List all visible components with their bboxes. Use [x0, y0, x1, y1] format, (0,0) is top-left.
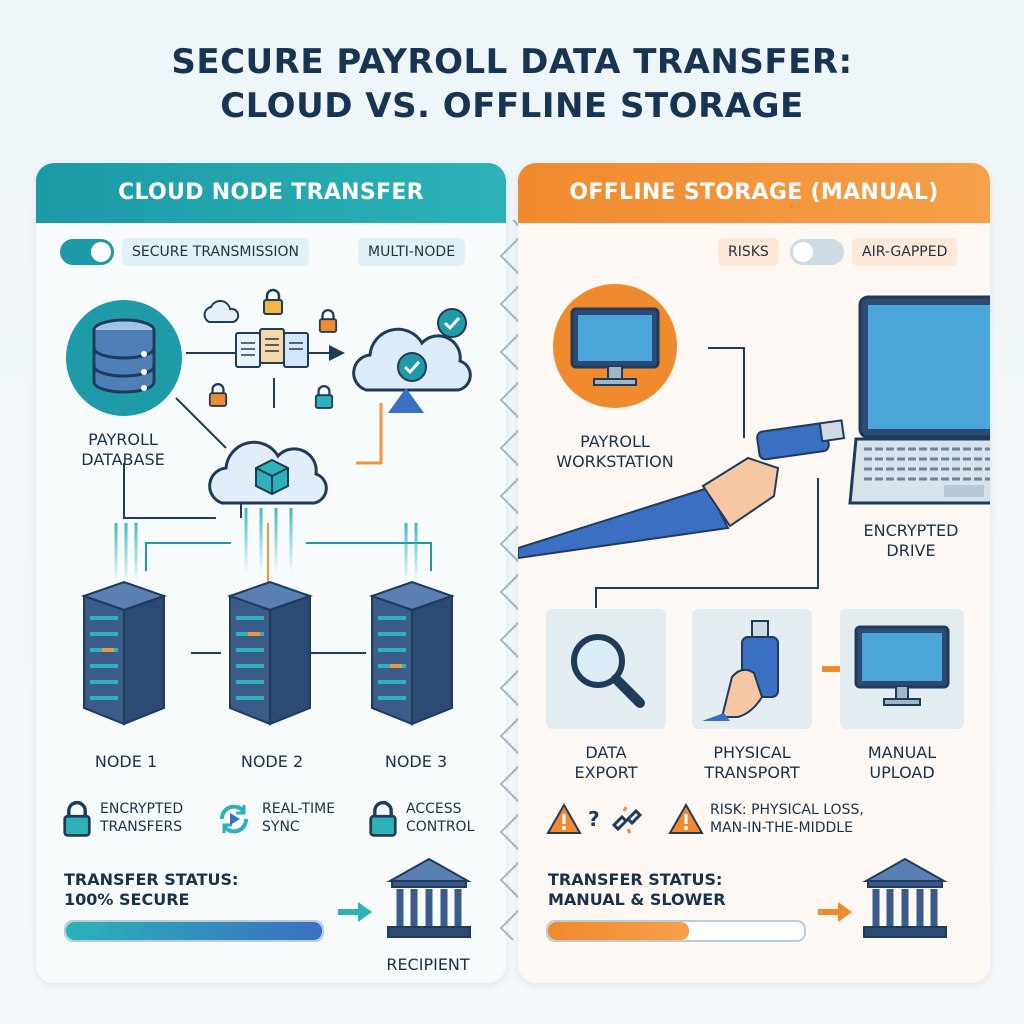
- risk-line-2: MAN-IN-THE-MIDDLE: [710, 820, 853, 836]
- connector-lines: [595, 347, 819, 608]
- step-1-line-1: DATA: [585, 743, 627, 762]
- feature-encrypted-transfers: ENCRYPTED TRANSFERS: [100, 800, 183, 836]
- server-icon: [80, 580, 168, 726]
- title-line-1: SECURE PAYROLL DATA TRANSFER:: [171, 42, 853, 82]
- upload-arrows: [114, 388, 424, 583]
- workstation-icon: [553, 284, 677, 408]
- offline-status-line-1: TRANSFER STATUS:: [548, 870, 723, 889]
- monitor-icon: [854, 625, 950, 706]
- node-2-label: NODE 2: [240, 752, 304, 771]
- cloud-check-icon: [352, 308, 472, 392]
- hand-holding-usb-icon: [518, 419, 846, 560]
- feature-1-line-2: TRANSFERS: [100, 819, 183, 835]
- page-title: SECURE PAYROLL DATA TRANSFER: CLOUD VS. …: [0, 40, 1024, 128]
- feature-3-line-1: ACCESS: [406, 801, 462, 817]
- feature-2-line-1: REAL-TIME: [262, 801, 336, 817]
- warning-icon: [668, 802, 704, 834]
- step-3-line-1: MANUAL: [867, 743, 937, 762]
- server-icon: [226, 580, 314, 726]
- padlock-icon: [63, 801, 91, 837]
- physical-transport-label: PHYSICAL TRANSPORT: [682, 743, 822, 783]
- cloud-panel: CLOUD NODE TRANSFER SECURE TRANSMISSION …: [36, 163, 506, 983]
- offline-panel: OFFLINE STORAGE (MANUAL) RISKS AIR-GAPPE…: [518, 163, 990, 983]
- multi-node-chip: MULTI-NODE: [358, 238, 466, 266]
- question-mark-icon: ?: [588, 807, 600, 831]
- feature-access-control: ACCESS CONTROL: [406, 800, 474, 836]
- usb-drive-icon: [702, 620, 779, 721]
- offline-panel-header: OFFLINE STORAGE (MANUAL): [518, 163, 990, 223]
- air-gapped-chip: AIR-GAPPED: [852, 238, 958, 266]
- panel-divider: [499, 219, 527, 941]
- server-icon: [368, 580, 456, 726]
- step-3-line-2: UPLOAD: [869, 763, 935, 782]
- feature-3-line-2: CONTROL: [406, 819, 475, 835]
- manual-upload-box: [840, 609, 964, 729]
- risk-line-1: RISK: PHYSICAL LOSS,: [710, 802, 864, 818]
- arrow-right-icon: [818, 902, 852, 922]
- padlock-icon: [263, 288, 283, 315]
- laptop-icon: [848, 295, 990, 505]
- padlock-icon: [318, 309, 338, 333]
- cloud-transfer-status: TRANSFER STATUS: 100% SECURE: [64, 870, 238, 910]
- padlock-icon: [314, 385, 334, 409]
- sync-icon: [219, 804, 249, 834]
- risks-chip: RISKS: [718, 238, 779, 266]
- feature-real-time-sync: REAL-TIME SYNC: [262, 800, 335, 836]
- workstation-label-line-1: PAYROLL: [580, 432, 650, 451]
- drive-label-line-1: ENCRYPTED: [863, 521, 959, 540]
- secure-transmission-toggle[interactable]: [60, 239, 114, 265]
- offline-transfer-status: TRANSFER STATUS: MANUAL & SLOWER: [548, 870, 726, 910]
- cloud-progress-fill: [66, 922, 322, 940]
- bank-icon: [862, 857, 948, 938]
- offline-status-line-2: MANUAL & SLOWER: [548, 890, 726, 909]
- warning-icon: [546, 802, 582, 834]
- offline-progress-bar: [546, 920, 806, 942]
- physical-transport-box: [692, 609, 812, 729]
- padlock-icon: [208, 383, 228, 407]
- step-2-line-2: TRANSPORT: [704, 763, 800, 782]
- manual-upload-label: MANUAL UPLOAD: [840, 743, 964, 783]
- cloud-status-line-1: TRANSFER STATUS:: [64, 870, 239, 889]
- cloud-progress-bar: [64, 920, 324, 942]
- payroll-database-label: PAYROLL DATABASE: [58, 430, 188, 470]
- small-cloud-icon: [203, 299, 240, 323]
- drive-label-line-2: DRIVE: [886, 541, 936, 560]
- magnifier-icon: [571, 634, 645, 708]
- encrypted-drive-label: ENCRYPTED DRIVE: [836, 521, 986, 561]
- step-1-line-2: EXPORT: [574, 763, 638, 782]
- database-label-line-1: PAYROLL: [88, 430, 158, 449]
- documents-icon: [235, 328, 309, 368]
- arrow-right-icon: [338, 902, 372, 922]
- cloud-panel-header: CLOUD NODE TRANSFER: [36, 163, 506, 223]
- bank-icon: [386, 857, 472, 938]
- feature-2-line-2: SYNC: [262, 819, 300, 835]
- secure-transmission-chip: SECURE TRANSMISSION: [122, 238, 310, 266]
- cloud-hub-icon: [208, 440, 328, 505]
- data-export-label: DATA EXPORT: [546, 743, 666, 783]
- database-icon: [66, 300, 182, 416]
- payroll-workstation-label: PAYROLL WORKSTATION: [540, 432, 690, 472]
- data-export-box: [546, 609, 666, 729]
- cloud-status-line-2: 100% SECURE: [64, 890, 190, 909]
- risk-description: RISK: PHYSICAL LOSS, MAN-IN-THE-MIDDLE: [710, 801, 864, 837]
- padlock-icon: [369, 801, 397, 837]
- node-1-label: NODE 1: [94, 752, 158, 771]
- node-3-label: NODE 3: [384, 752, 448, 771]
- database-label-line-2: DATABASE: [81, 450, 165, 469]
- air-gapped-toggle[interactable]: [790, 239, 844, 265]
- cloud-connections: [123, 345, 432, 654]
- feature-1-line-1: ENCRYPTED: [100, 801, 184, 817]
- recipient-label: RECIPIENT: [386, 955, 470, 974]
- broken-link-icon: [611, 806, 643, 834]
- offline-progress-fill: [548, 922, 689, 940]
- workstation-label-line-2: WORKSTATION: [556, 452, 674, 471]
- title-line-2: CLOUD VS. OFFLINE STORAGE: [220, 86, 804, 126]
- step-2-line-1: PHYSICAL: [713, 743, 791, 762]
